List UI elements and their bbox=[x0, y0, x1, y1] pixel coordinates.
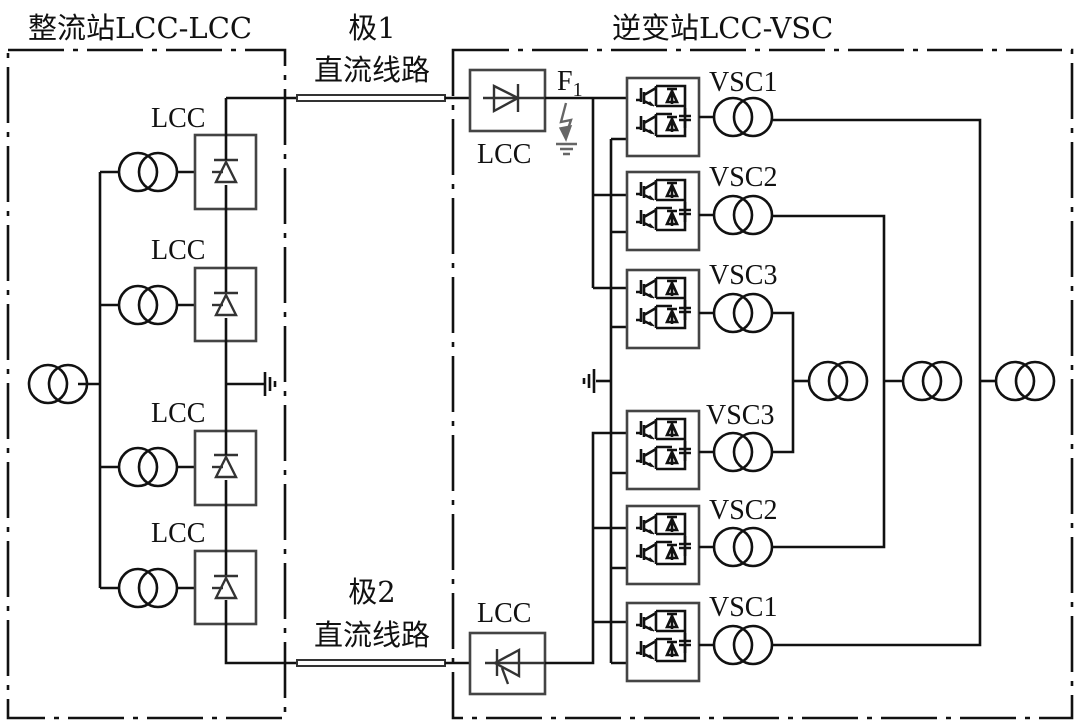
vsc-transformer-icon bbox=[712, 96, 774, 138]
pole1-label: 极1 bbox=[348, 11, 395, 45]
inverter-station-boundary bbox=[451, 48, 1074, 720]
rectifier-station-boundary bbox=[6, 48, 287, 720]
pole1-dc-cable bbox=[296, 94, 446, 102]
vsc-label-2: VSC2 bbox=[709, 162, 777, 193]
converter-transformer-icon bbox=[117, 284, 179, 326]
pole2-line-label: 直流线路 bbox=[314, 618, 430, 652]
vsc-module-2 bbox=[625, 170, 701, 252]
grid-transformer-icon bbox=[807, 360, 869, 402]
lcc-label-4: LCC bbox=[151, 518, 205, 549]
thyristor-valve-icon bbox=[210, 453, 240, 479]
rectifier-lcc-2 bbox=[100, 266, 258, 343]
inverter-lcc-top-label: LCC bbox=[477, 139, 531, 170]
vsc-module-1 bbox=[625, 76, 701, 158]
pole2-dc-cable bbox=[296, 659, 446, 667]
ground-icon bbox=[263, 370, 277, 398]
ground-icon bbox=[582, 367, 596, 395]
rectifier-station-title: 整流站LCC-LCC bbox=[28, 11, 252, 45]
vsc-transformer-icon bbox=[712, 624, 774, 666]
vsc-module-6 bbox=[625, 601, 701, 683]
inverter-station-title: 逆变站LCC-VSC bbox=[612, 11, 833, 45]
vsc-transformer-icon bbox=[712, 292, 774, 334]
rectifier-lcc-1 bbox=[100, 133, 258, 211]
converter-transformer-icon bbox=[117, 151, 179, 193]
vsc-module-3 bbox=[625, 268, 701, 350]
lcc-label-2: LCC bbox=[151, 235, 205, 266]
vsc-label-5: VSC2 bbox=[709, 495, 777, 526]
lcc-label-3: LCC bbox=[151, 398, 205, 429]
vsc-transformer-icon bbox=[712, 431, 774, 473]
pole2-label: 极2 bbox=[348, 575, 395, 609]
grid-transformer-icon bbox=[901, 360, 963, 402]
vsc-label-6: VSC1 bbox=[709, 592, 777, 623]
inverter-lcc-bottom-label: LCC bbox=[477, 598, 531, 629]
thyristor-valve-icon bbox=[210, 291, 240, 317]
fault-label: F1 bbox=[557, 66, 583, 101]
grid-transformer-icon bbox=[994, 360, 1056, 402]
vsc-transformer-icon bbox=[712, 194, 774, 236]
vsc-label-1: VSC1 bbox=[709, 67, 777, 98]
thyristor-valve-icon bbox=[210, 158, 240, 184]
converter-transformer-icon bbox=[117, 446, 179, 488]
vsc-module-4 bbox=[625, 409, 701, 491]
vsc-label-4: VSC3 bbox=[706, 400, 774, 431]
pole1-line-label: 直流线路 bbox=[314, 53, 430, 87]
vsc-module-5 bbox=[625, 504, 701, 586]
inverter-lcc-top bbox=[468, 68, 547, 133]
inverter-lcc-bottom bbox=[468, 631, 547, 696]
vsc1-ac-link bbox=[772, 118, 982, 647]
rectifier-lcc-3 bbox=[100, 429, 258, 507]
thyristor-valve-icon bbox=[210, 574, 240, 600]
fault-f1-marker bbox=[556, 102, 577, 156]
pole1-bus bbox=[545, 96, 627, 288]
vsc3-ac-link bbox=[772, 311, 795, 454]
pole2-bus bbox=[545, 431, 627, 665]
lcc-label-1: LCC bbox=[151, 103, 205, 134]
rectifier-lcc-4 bbox=[100, 549, 258, 626]
converter-transformer-icon bbox=[117, 567, 179, 609]
vsc-transformer-icon bbox=[712, 526, 774, 568]
vsc-label-3: VSC3 bbox=[709, 260, 777, 291]
